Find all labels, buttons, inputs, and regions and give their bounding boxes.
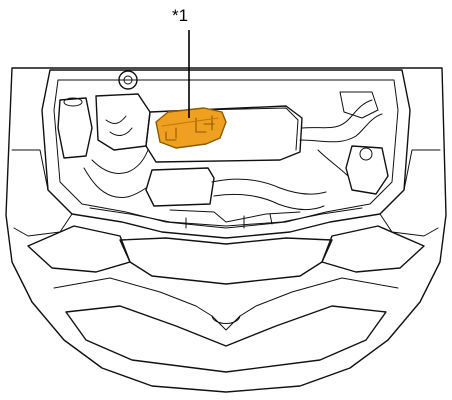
right-bracket <box>340 92 378 118</box>
left-wiring <box>106 116 132 135</box>
radiator-support <box>90 208 362 226</box>
right-hose-1 <box>302 100 372 128</box>
callout-label-1: *1 <box>172 6 188 26</box>
intake-pipe-lower <box>214 194 324 209</box>
bumper-line <box>54 278 398 330</box>
left-fender-line <box>12 150 72 236</box>
right-reservoir-cap <box>360 148 372 160</box>
upper-grille <box>120 238 332 284</box>
right-reservoir <box>346 146 388 194</box>
left-component-block <box>96 94 150 150</box>
left-reservoir <box>58 98 92 158</box>
left-headlamp <box>28 226 130 272</box>
car-body <box>6 68 446 392</box>
right-fender-line <box>380 150 440 236</box>
intake-pipe <box>212 179 326 194</box>
lower-grille <box>66 306 386 372</box>
left-hose-2 <box>84 168 146 198</box>
right-hose-3 <box>318 150 348 176</box>
bay-inner-edge <box>54 80 398 228</box>
engine-bay <box>42 70 410 238</box>
intake-duct <box>146 168 214 206</box>
highlighted-component <box>156 108 226 148</box>
right-headlamp <box>322 226 424 272</box>
left-hose-1 <box>92 150 148 174</box>
